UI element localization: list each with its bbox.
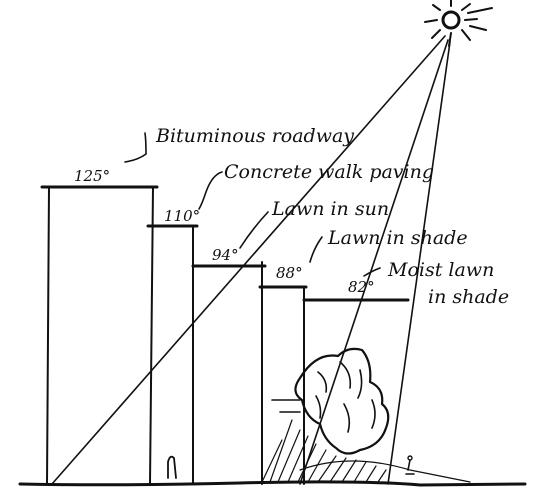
sun-icon [424,0,493,47]
label-bituminous-roadway: Bituminous roadway [155,125,354,147]
bar-left [46,186,50,485]
label-leaders [124,132,381,277]
sun-rays [51,35,451,485]
label-concrete-walk-paving: Concrete walk paving [224,161,434,183]
label-lawn-in-sun: Lawn in sun [271,198,389,220]
temp-lawn-in-shade: 88° [276,264,303,282]
bar-bituminous-roadway [40,185,159,485]
temp-concrete-walk-paving: 110° [164,207,200,225]
label-moist-lawn: Moist lawn [387,259,494,281]
ground-line [18,480,527,487]
temp-lawn-in-sun: 94° [212,246,239,264]
bar-lawn-in-shade [258,285,308,485]
temp-bituminous-roadway: 125° [74,167,110,185]
label-moist-lawn-line2: in shade [428,286,509,308]
bar-lawn-in-sun [191,261,267,485]
temp-moist-lawn-in-shade: 82° [348,278,375,296]
person-icon [167,455,415,479]
bar-concrete-walk-paving [146,224,199,485]
bar-right [149,186,154,485]
label-lawn-in-shade: Lawn in shade [327,227,468,249]
tree-icon [261,347,471,483]
